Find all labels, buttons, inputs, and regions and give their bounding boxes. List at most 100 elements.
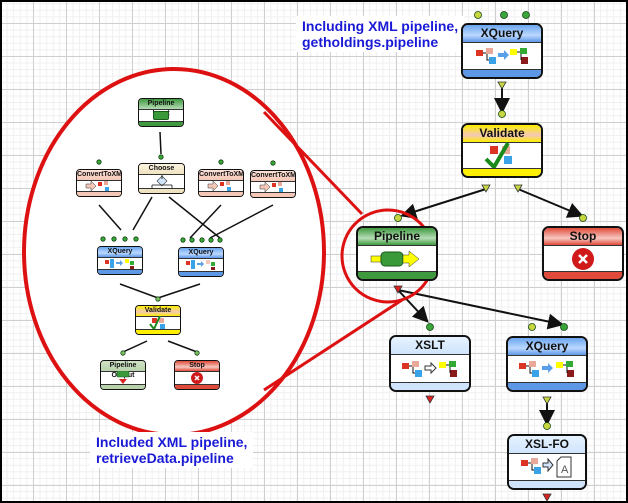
input-port[interactable] <box>474 11 482 19</box>
node-title: XQuery <box>98 247 142 258</box>
input-port[interactable] <box>498 110 506 118</box>
input-port[interactable] <box>543 422 551 430</box>
output-port[interactable] <box>542 396 552 405</box>
inner-wire <box>132 196 153 231</box>
input-port[interactable] <box>270 160 276 166</box>
output-port[interactable] <box>513 184 523 193</box>
input-port[interactable] <box>120 350 126 356</box>
input-port[interactable] <box>100 236 106 242</box>
inner-wire <box>98 204 122 231</box>
node-title: Pipeline Input <box>139 99 183 117</box>
inner-validate-node[interactable]: Validate <box>135 305 181 335</box>
inner-wire <box>122 340 148 353</box>
inner-wire <box>209 204 274 239</box>
inner-stop-node[interactable]: Stop <box>174 360 220 390</box>
choose-branch-icon <box>151 174 172 188</box>
input-port[interactable] <box>189 237 195 243</box>
node-title: Choose <box>139 164 184 175</box>
node-title: Stop <box>544 228 622 246</box>
validate-node[interactable]: Validate <box>461 123 543 178</box>
inner-choose-node[interactable]: Choose <box>138 163 185 194</box>
inner-pipeline-input-node[interactable]: Pipeline Input <box>138 98 184 127</box>
xslt-transform-icon <box>402 360 457 377</box>
xslt-node[interactable]: XSLT <box>389 335 471 392</box>
output-port[interactable] <box>497 81 507 90</box>
input-port[interactable] <box>522 11 530 19</box>
including-pipeline-caption: Including XML pipeline, getholdings.pipe… <box>296 16 465 52</box>
input-port[interactable] <box>579 214 587 222</box>
wire-validate-pipeline <box>400 188 487 219</box>
inner-xquery-node-1[interactable]: XQuery <box>97 246 143 275</box>
node-title: ConvertToXML <box>251 171 295 182</box>
callout-line-bottom <box>263 298 403 392</box>
output-port[interactable] <box>425 395 435 404</box>
output-port[interactable] <box>542 493 552 501</box>
input-port[interactable] <box>500 11 508 19</box>
pipeline-node[interactable]: Pipeline <box>356 226 438 281</box>
pipeline-plug-icon <box>370 249 420 268</box>
inner-convert-node-3[interactable]: ConvertToXML <box>250 170 296 198</box>
inner-pipeline-output-node[interactable]: Pipeline Output <box>100 360 146 390</box>
inner-wire <box>157 283 201 299</box>
input-port[interactable] <box>528 323 536 331</box>
input-battery-icon <box>153 111 169 120</box>
input-port[interactable] <box>122 236 128 242</box>
inner-xquery-node-2[interactable]: XQuery <box>178 247 224 277</box>
xslfo-node[interactable]: XSL-FO A <box>507 434 587 490</box>
caption-line: Included XML pipeline, <box>96 434 248 450</box>
output-port[interactable] <box>393 285 403 294</box>
input-port[interactable] <box>180 237 186 243</box>
node-title: Stop <box>175 361 219 372</box>
inner-wire <box>189 204 222 239</box>
validate-check-icon <box>149 316 165 330</box>
validate-check-icon <box>484 141 512 170</box>
caption-line: Including XML pipeline, <box>302 18 459 34</box>
output-battery-icon <box>116 371 130 384</box>
node-title: Validate <box>463 125 541 143</box>
input-port[interactable] <box>96 159 102 165</box>
node-title: XSL-FO <box>509 436 585 454</box>
stop-x-icon <box>572 247 594 270</box>
inner-wire <box>167 340 198 353</box>
wire-pipeline-xquery <box>397 289 564 330</box>
xquery-transform-icon <box>105 258 134 269</box>
xquery-transform-icon <box>186 260 215 270</box>
xquery-transform-icon <box>476 48 528 64</box>
caption-line: retrieveData.pipeline <box>96 450 234 466</box>
input-port[interactable] <box>218 159 224 165</box>
input-port[interactable] <box>158 154 164 160</box>
inner-convert-node-2[interactable]: ConvertToXML <box>198 169 244 197</box>
input-port[interactable] <box>111 236 117 242</box>
caption-line: getholdings.pipeline <box>302 34 439 50</box>
node-title: ConvertToXML <box>77 170 121 181</box>
xquery-node-top[interactable]: XQuery <box>461 23 543 79</box>
inner-wire <box>159 131 162 155</box>
input-port[interactable] <box>426 323 434 331</box>
wire-validate-stop <box>517 188 584 218</box>
input-port[interactable] <box>199 237 205 243</box>
output-port[interactable] <box>481 184 491 193</box>
input-port[interactable] <box>560 323 568 331</box>
convert-icon <box>207 180 231 192</box>
xquery-node-bottom[interactable]: XQuery <box>506 336 588 392</box>
input-port[interactable] <box>208 237 214 243</box>
callout-line-top <box>262 110 364 216</box>
wire-pipeline-xslt <box>397 289 429 323</box>
input-port[interactable] <box>194 350 200 356</box>
node-title: XQuery <box>508 338 586 356</box>
convert-icon <box>259 181 283 193</box>
input-port[interactable] <box>133 236 139 242</box>
node-title: ConvertToXML <box>199 170 243 181</box>
input-port[interactable] <box>217 237 223 243</box>
input-port[interactable] <box>155 296 161 302</box>
stop-node[interactable]: Stop <box>542 226 624 281</box>
inner-wire <box>168 196 221 239</box>
node-title: XQuery <box>463 25 541 43</box>
convert-icon <box>85 180 109 192</box>
node-title: Pipeline <box>358 228 436 246</box>
node-title: XQuery <box>179 248 223 259</box>
inner-convert-node-1[interactable]: ConvertToXML <box>76 169 122 197</box>
input-port[interactable] <box>394 214 402 222</box>
